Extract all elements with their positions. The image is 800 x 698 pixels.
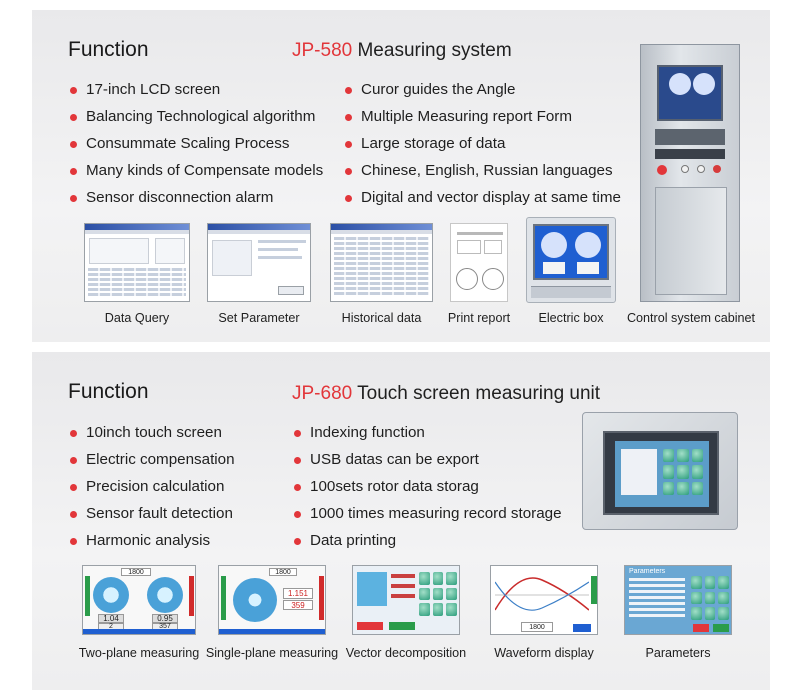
feature-item: 17-inch LCD screen — [70, 80, 323, 107]
single-value: 1.151 — [283, 588, 313, 599]
data-query-screenshot — [84, 223, 190, 302]
waveform-graph — [495, 577, 589, 611]
feature-item: 10inch touch screen — [70, 423, 235, 450]
feature-item: Balancing Technological algorithm — [70, 107, 323, 134]
feature-item: Consummate Scaling Process — [70, 134, 323, 161]
parameters-screen-title: Parameters — [629, 568, 666, 575]
single-plane-screen: 1800 1.151 359 — [218, 565, 326, 635]
plane2-value: 0.95 — [152, 614, 178, 623]
model-name: JP-680 — [292, 383, 353, 404]
caption-two-plane: Two-plane measuring — [78, 646, 200, 660]
feature-item: Indexing function — [294, 423, 562, 450]
feature-item: Multiple Measuring report Form — [345, 107, 621, 134]
section-title: Function — [68, 380, 149, 403]
caption-vector-decomposition: Vector decomposition — [345, 646, 467, 660]
model-name: JP-580 — [292, 40, 353, 61]
caption-historical-data: Historical data — [341, 311, 422, 325]
touch-unit-image — [582, 412, 738, 530]
electric-box-image — [526, 217, 616, 303]
speed-display: 1800 — [121, 568, 151, 576]
caption-electric-box: Electric box — [538, 311, 604, 325]
feature-item: Sensor fault detection — [70, 504, 235, 531]
section-heading: JP-680 Touch screen measuring unit — [292, 383, 600, 405]
feature-item: Data printing — [294, 531, 562, 558]
feature-item: Harmonic analysis — [70, 531, 235, 558]
single-angle: 359 — [283, 600, 313, 610]
control-cabinet-image — [640, 44, 740, 302]
feature-item: Curor guides the Angle — [345, 80, 621, 107]
parameters-screen: Parameters — [624, 565, 732, 635]
model-subtitle: Measuring system — [357, 40, 512, 61]
section-jp580: Function JP-580 Measuring system 17-inch… — [32, 10, 770, 342]
feature-item: USB datas can be export — [294, 450, 562, 477]
feature-item: Chinese, English, Russian languages — [345, 161, 621, 188]
speed-display: 1800 — [521, 622, 553, 632]
feature-item: Large storage of data — [345, 134, 621, 161]
print-report-screenshot — [450, 223, 508, 302]
section-heading: JP-580 Measuring system — [292, 40, 512, 62]
feature-item: Electric compensation — [70, 450, 235, 477]
caption-waveform: Waveform display — [494, 646, 594, 660]
feature-item: 1000 times measuring record storage — [294, 504, 562, 531]
model-subtitle: Touch screen measuring unit — [357, 383, 601, 404]
feature-item: Digital and vector display at same time — [345, 188, 621, 215]
set-parameter-screenshot — [207, 223, 311, 302]
feature-item: Precision calculation — [70, 477, 235, 504]
two-plane-screen: 1800 1.04 0.95 2 357 — [82, 565, 196, 635]
feature-item: Sensor disconnection alarm — [70, 188, 323, 215]
speed-display: 1800 — [269, 568, 297, 576]
section-title: Function — [68, 38, 149, 61]
feature-item: 100sets rotor data storag — [294, 477, 562, 504]
waveform-screen: 1800 — [490, 565, 598, 635]
caption-data-query: Data Query — [104, 311, 170, 325]
caption-set-parameter: Set Parameter — [218, 311, 300, 325]
caption-control-cabinet: Control system cabinet — [626, 311, 756, 325]
plane1-value: 1.04 — [98, 614, 124, 623]
caption-parameters: Parameters — [645, 646, 711, 660]
caption-single-plane: Single-plane measuring — [205, 646, 339, 660]
vector-decomposition-screen — [352, 565, 460, 635]
section-jp680: Function JP-680 Touch screen measuring u… — [32, 352, 770, 690]
feature-item: Many kinds of Compensate models — [70, 161, 323, 188]
caption-print-report: Print report — [447, 311, 511, 325]
historical-data-screenshot — [330, 223, 433, 302]
